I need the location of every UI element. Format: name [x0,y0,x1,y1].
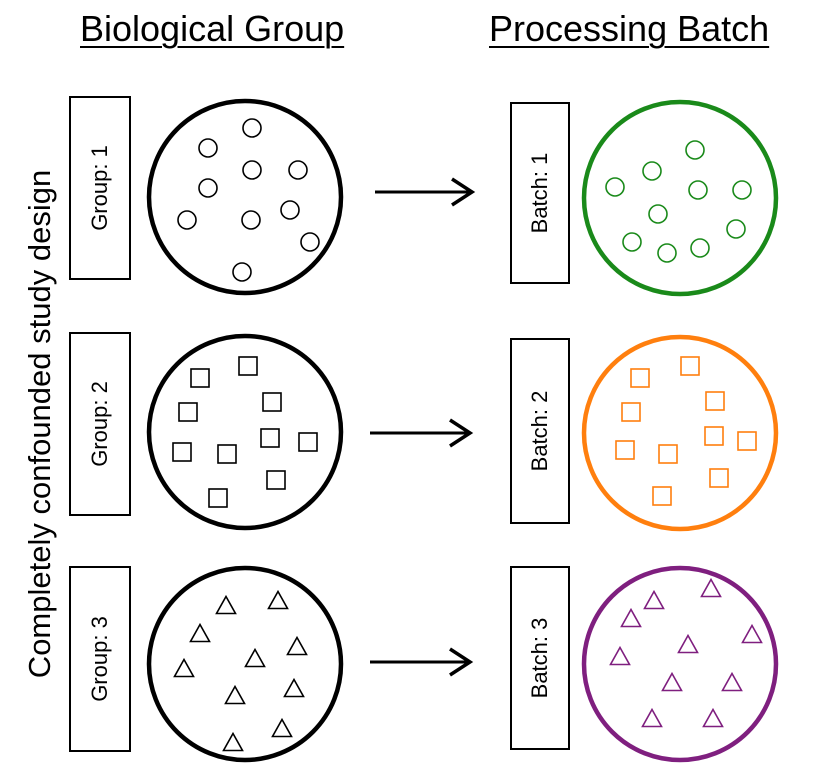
group-3-sample-triangle [215,594,237,615]
group-1-sample-circle [280,200,300,220]
batch-3-sample-triangle [609,645,631,666]
group-3-sample-triangle [224,684,246,705]
group-2-sample-square [178,402,198,422]
batch-3-sample-triangle [643,589,665,610]
batch-1-sample-circle [690,238,710,258]
group-3-sample-triangle [286,635,308,656]
group-3-sample-triangle [244,647,266,668]
batch-3-sample-triangle [702,707,724,728]
group-1-sample-circle [241,210,261,230]
group-3-sample-triangle [222,731,244,752]
group-1-sample-circle [288,160,308,180]
arrow-3-head [449,647,474,677]
group-1-sample-circle [177,210,197,230]
group-1-sample-circle [300,232,320,252]
group-2-sample-square [238,356,258,376]
batch-2-sample-square [630,368,650,388]
group-2-sample-square [298,432,318,452]
group-3-sample-triangle [189,622,211,643]
batch-2-sample-square [737,431,757,451]
batch-2-sample-square [680,356,700,376]
batch-2-sample-square [658,444,678,464]
group-2-sample-square [190,368,210,388]
group-3-sample-triangle [283,677,305,698]
batch-3-sample-triangle [677,633,699,654]
batch-2-sample-square [709,468,729,488]
group-2-sample-square [260,428,280,448]
batch-2-sample-square [705,391,725,411]
group-3-sample-triangle [173,657,195,678]
group-1-sample-circle [232,262,252,282]
arrow-2-head [449,418,474,448]
batch-3-label-box: Batch: 3 [510,566,570,750]
batch-1-sample-circle [726,219,746,239]
group-1-sample-circle [198,178,218,198]
batch-3-sample-triangle [721,671,743,692]
arrow-1-head [451,177,476,207]
batch-2-sample-square [621,402,641,422]
batch-1-label-box: Batch: 1 [510,102,570,284]
group-3-label-box: Group: 3 [69,566,131,752]
batch-1-sample-circle [685,140,705,160]
batch-1-sample-circle [732,180,752,200]
group-2-circle [146,333,344,531]
batch-1-sample-circle [642,161,662,181]
group-2-sample-square [172,442,192,462]
group-2-sample-square [262,392,282,412]
group-2-label-box: Group: 2 [69,332,131,516]
batch-3-sample-triangle [641,707,663,728]
group-2-sample-square [208,488,228,508]
batch-1-circle [581,99,779,297]
batch-1-sample-circle [605,177,625,197]
group-2-sample-square [217,444,237,464]
batch-3-sample-triangle [620,607,642,628]
group-1-sample-circle [242,160,262,180]
biological-group-heading: Biological Group [80,8,345,49]
batch-2-label-box: Batch: 2 [510,338,570,524]
group-1-circle [146,98,344,296]
group-1-sample-circle [198,138,218,158]
group-3-circle [146,565,344,763]
batch-2-sample-square [704,426,724,446]
group-2-sample-square [266,470,286,490]
batch-1-sample-circle [648,204,668,224]
batch-2-circle [581,334,779,532]
processing-batch-heading: Processing Batch [489,8,770,49]
batch-1-sample-circle [688,180,708,200]
batch-1-sample-circle [657,243,677,263]
batch-3-sample-triangle [661,671,683,692]
group-1-label-box: Group: 1 [69,96,131,280]
batch-2-sample-square [652,486,672,506]
batch-2-sample-square [615,440,635,460]
group-3-sample-triangle [271,717,293,738]
batch-3-circle [581,565,779,763]
batch-1-sample-circle [622,232,642,252]
group-1-sample-circle [242,118,262,138]
batch-3-sample-triangle [741,623,763,644]
batch-3-sample-triangle [700,577,722,598]
group-3-sample-triangle [267,589,289,610]
